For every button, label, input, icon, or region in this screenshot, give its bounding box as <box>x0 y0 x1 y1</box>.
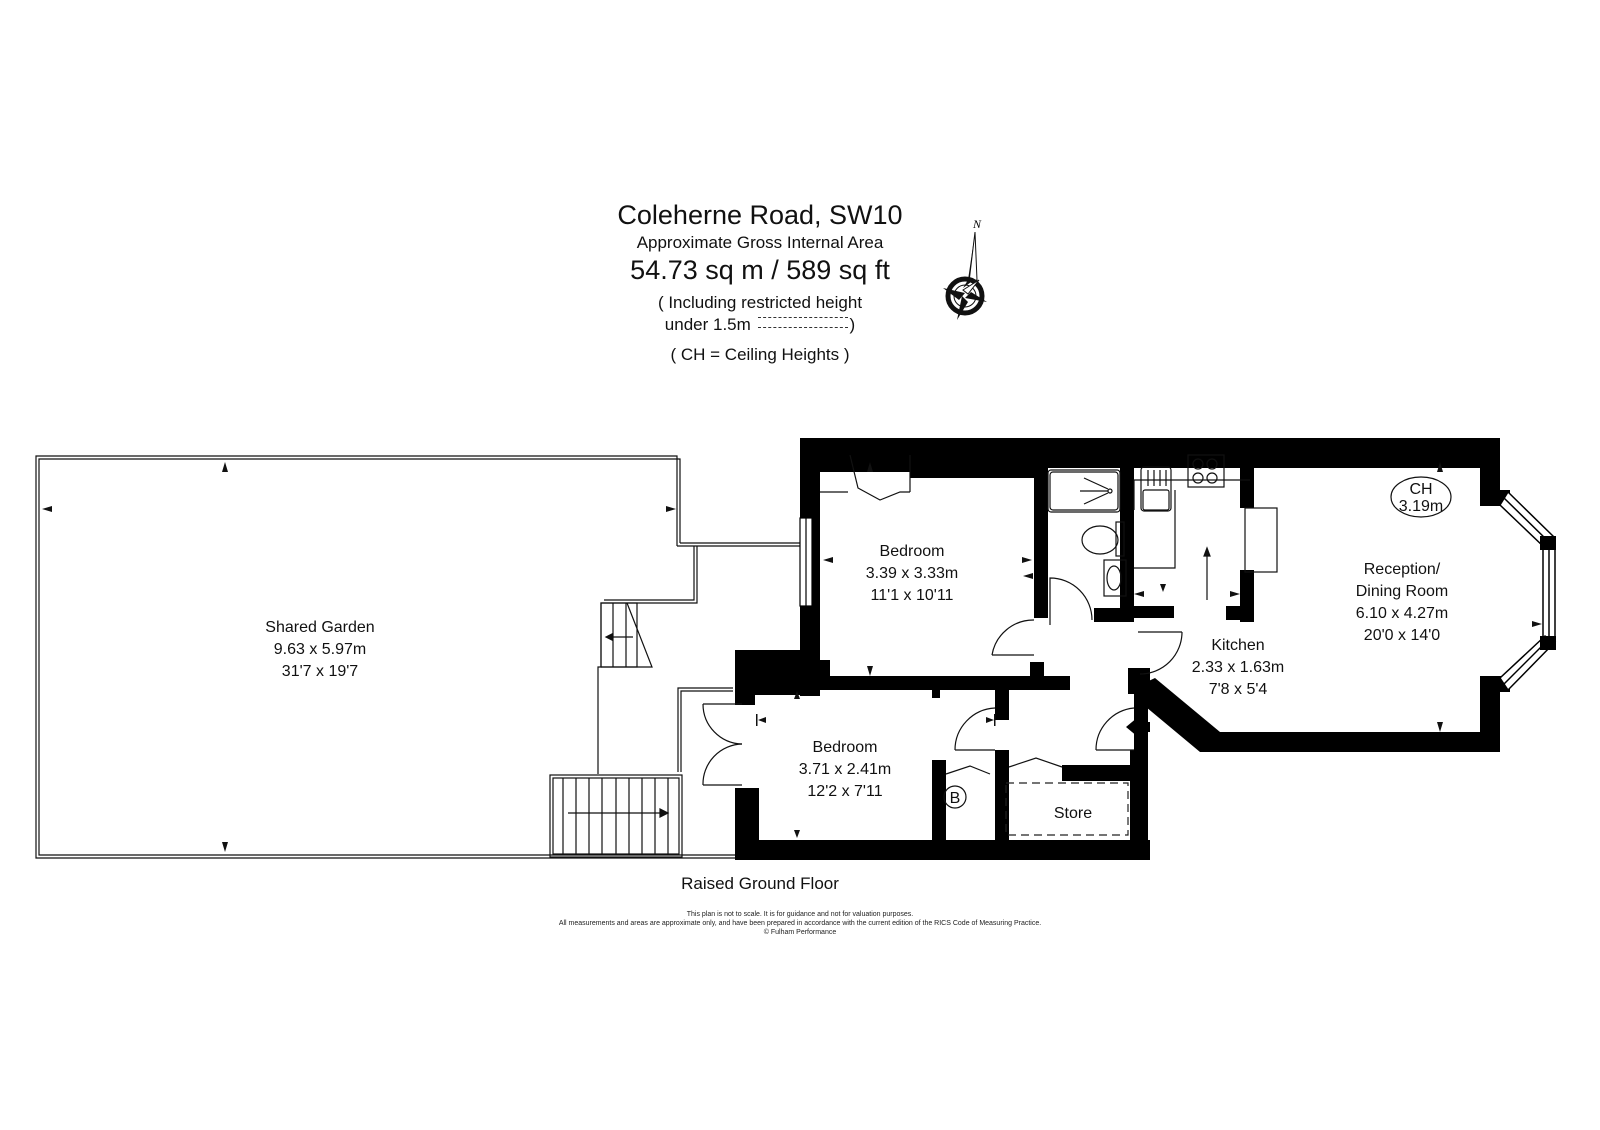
disclaimer: This plan is not to scale. It is for gui… <box>380 910 1220 937</box>
side-stairs <box>600 602 653 668</box>
ceiling-height-label: CH <box>1409 481 1432 498</box>
bedroom1-name: Bedroom <box>880 543 945 560</box>
kitchen-imperial: 7'8 x 5'4 <box>1209 681 1268 698</box>
reception-name-1: Reception/ <box>1364 561 1441 578</box>
bedroom1-metric: 3.39 x 3.33m <box>866 565 959 582</box>
plan-header: Coleherne Road, SW10 Approximate Gross I… <box>560 198 960 366</box>
garden-imperial: 31'7 x 19'7 <box>282 663 358 680</box>
compass-rose-icon: N <box>943 218 987 320</box>
reception-imperial: 20'0 x 14'0 <box>1364 627 1440 644</box>
boiler-icon <box>943 785 967 809</box>
kitchen-fixtures <box>1133 454 1278 600</box>
north-label: N <box>972 218 982 231</box>
restricted-height-note-2: under 1.5m ) <box>560 314 960 336</box>
bathroom-fixtures <box>1047 469 1127 625</box>
reception-metric: 6.10 x 4.27m <box>1356 605 1449 622</box>
garden-steps <box>549 774 683 858</box>
ceiling-height-value: 3.19m <box>1399 498 1443 515</box>
svg-text:B: B <box>950 790 961 807</box>
doors <box>702 619 1183 786</box>
garden-name: Shared Garden <box>265 619 374 636</box>
restricted-height-prefix: under 1.5m <box>664 315 751 334</box>
kitchen-name: Kitchen <box>1211 637 1264 654</box>
bedroom1-window <box>799 517 813 607</box>
garden-outline <box>35 455 800 859</box>
kitchen-metric: 2.33 x 1.63m <box>1192 659 1285 676</box>
store-name: Store <box>1054 805 1092 822</box>
area-subtitle: Approximate Gross Internal Area <box>636 233 884 252</box>
room-labels: Shared Garden 9.63 x 5.97m 31'7 x 19'7 B… <box>265 543 1448 822</box>
ceiling-height-note: ( CH = Ceiling Heights ) <box>670 345 850 364</box>
entrance-arrow-icon <box>1126 717 1150 737</box>
disclaimer-line-2: All measurements and areas are approxima… <box>558 920 1042 927</box>
reception-name-2: Dining Room <box>1356 583 1448 600</box>
ceiling-height-badge <box>1390 476 1452 518</box>
bedroom2-imperial: 12'2 x 7'11 <box>807 783 882 800</box>
bay-window <box>1499 490 1557 692</box>
restricted-height-suffix: ) <box>849 315 856 334</box>
property-title: Coleherne Road, SW10 <box>617 200 903 230</box>
copyright: © Fulham Performance <box>763 929 837 936</box>
garden-metric: 9.63 x 5.97m <box>274 641 367 658</box>
exterior-walls <box>735 438 1510 860</box>
bedroom2-metric: 3.71 x 2.41m <box>799 761 892 778</box>
floor-label: Raised Ground Floor <box>681 874 839 893</box>
store-restricted-area <box>1005 782 1129 836</box>
bedroom1-closet <box>820 454 911 501</box>
interior-walls <box>820 438 1254 850</box>
disclaimer-line-1: This plan is not to scale. It is for gui… <box>686 911 914 918</box>
restricted-height-note-1: ( Including restricted height <box>657 293 863 312</box>
bedroom1-imperial: 11'1 x 10'11 <box>871 587 954 604</box>
dimension-markers <box>42 462 1542 852</box>
bedroom2-name: Bedroom <box>813 739 878 756</box>
restricted-height-legend-icon <box>757 317 848 329</box>
gross-area: 54.73 sq m / 589 sq ft <box>630 255 890 285</box>
